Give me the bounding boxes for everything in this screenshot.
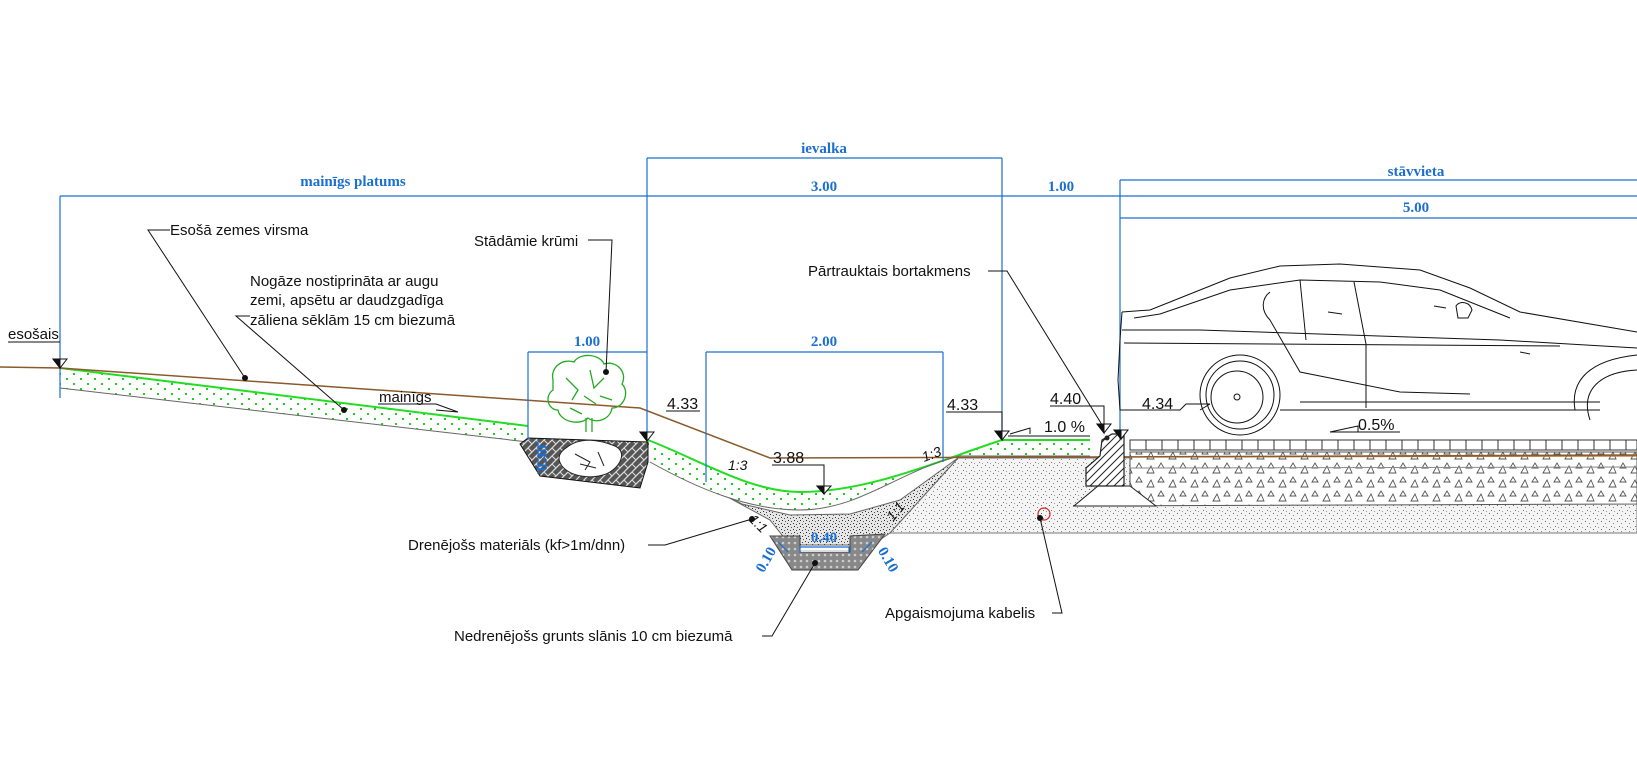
paving-stones (1129, 439, 1637, 451)
dim-parking-width: 5.00 (1403, 200, 1429, 216)
elev-ditch-bottom: 3.88 (773, 450, 804, 467)
curb-stone (1072, 433, 1158, 507)
slope-ditch-left: 1:3 (728, 457, 748, 473)
elev-curb-top: 4.40 (1050, 391, 1081, 408)
lighting-cable-icon (1037, 507, 1051, 521)
slope-grass-strip: 1.0 % (1044, 419, 1085, 436)
dim-shrub-pit-depth: 0.40 (535, 445, 551, 471)
label-non-drain-layer: Nedrenējošs grunts slānis 10 cm biezumā (454, 628, 733, 645)
dim-ditch-bottom-width: 0.40 (811, 530, 837, 546)
label-planted-shrubs: Stādāmie krūmi (474, 233, 578, 250)
root-ball (558, 439, 623, 478)
leader-lines (147, 229, 1105, 637)
label-existing-ground: Esošā zemes virsma (170, 222, 309, 239)
elev-ditch-right-top: 4.33 (947, 397, 978, 414)
label-drainage-material: Drenējošs materiāls (kf>1m/dnn) (408, 537, 625, 554)
dim-ievalka: ievalka (801, 141, 847, 157)
dim-shrub-width: 1.00 (574, 334, 600, 350)
label-slope-line2: zemi, apsētu ar daudzgadīga (250, 292, 444, 309)
paving-joints (1129, 440, 1627, 450)
elev-parking-edge: 4.34 (1142, 396, 1173, 413)
existing-ground-line (0, 366, 1637, 459)
slope-ditch-right: 1:3 (920, 443, 944, 465)
label-existing: esošais (8, 326, 59, 343)
dim-mainigs-platums: mainīgs platums (300, 174, 406, 190)
label-interrupted-curb: Pārtrauktais bortakmens (808, 263, 971, 280)
parking-base-layer (1072, 451, 1637, 507)
dim-nondrain-left: 0.10 (753, 545, 780, 576)
label-variable: mainīgs (379, 389, 432, 406)
car-icon (1117, 263, 1637, 436)
label-slope-line3: zāliena sēklām 15 cm biezumā (250, 312, 456, 329)
shrub-icon (547, 354, 627, 432)
dim-stavvieta: stāvvieta (1388, 164, 1445, 180)
grass-layer-left (60, 368, 528, 442)
label-lighting-cable: Apgaismojuma kabelis (885, 605, 1035, 622)
dim-ditch-top-width: 2.00 (811, 334, 837, 350)
dimension-lines (59, 157, 1637, 553)
label-slope-line1: Nogāze nostiprināta ar augu (250, 273, 438, 290)
dim-curb-strip-width: 1.00 (1048, 179, 1074, 195)
elev-shrub-edge: 4.33 (667, 396, 698, 413)
slope-parking: 0.5% (1358, 417, 1394, 434)
dim-nondrain-right: 0.10 (874, 545, 901, 576)
grass-layer-ditch (648, 440, 1090, 510)
elevation-markers (8, 341, 1400, 496)
dim-ievalka-width: 3.00 (811, 179, 837, 195)
